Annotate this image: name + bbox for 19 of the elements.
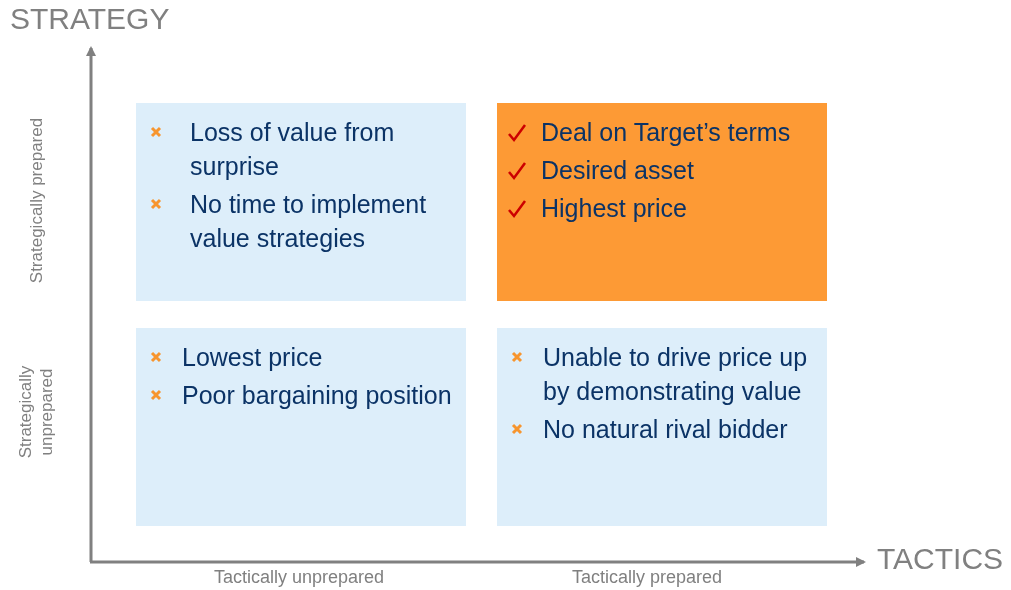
axis-label: Tactically prepared: [572, 567, 723, 588]
axis-label: Tactically unprepared: [214, 567, 385, 588]
axis-title: TACTICS: [877, 542, 1004, 576]
axis-label: Strategically unprepared: [15, 364, 57, 461]
quadrant-box: [497, 328, 827, 526]
bullet-text: Loss of value from surprise: [190, 117, 396, 182]
bullet-text: Unable to drive price up by demonstrating value: [543, 342, 809, 407]
quadrant-box: [136, 103, 466, 301]
bullet-text: No natural rival bidder: [543, 414, 788, 445]
quadrant-box: [497, 103, 827, 301]
bullet-text: Highest price: [541, 193, 687, 224]
axis-title: STRATEGY: [10, 2, 170, 36]
bullet-text: Lowest price: [182, 342, 323, 373]
bullet-text: Desired asset: [541, 155, 694, 186]
bullet-text: No time to implement value strategies: [190, 189, 428, 254]
quadrant-box: [136, 328, 466, 526]
bullet-text: Deal on Target’s terms: [541, 117, 791, 148]
axis-label: Strategically prepared: [25, 116, 47, 285]
bullet-text: Poor bargaining position: [182, 380, 452, 411]
